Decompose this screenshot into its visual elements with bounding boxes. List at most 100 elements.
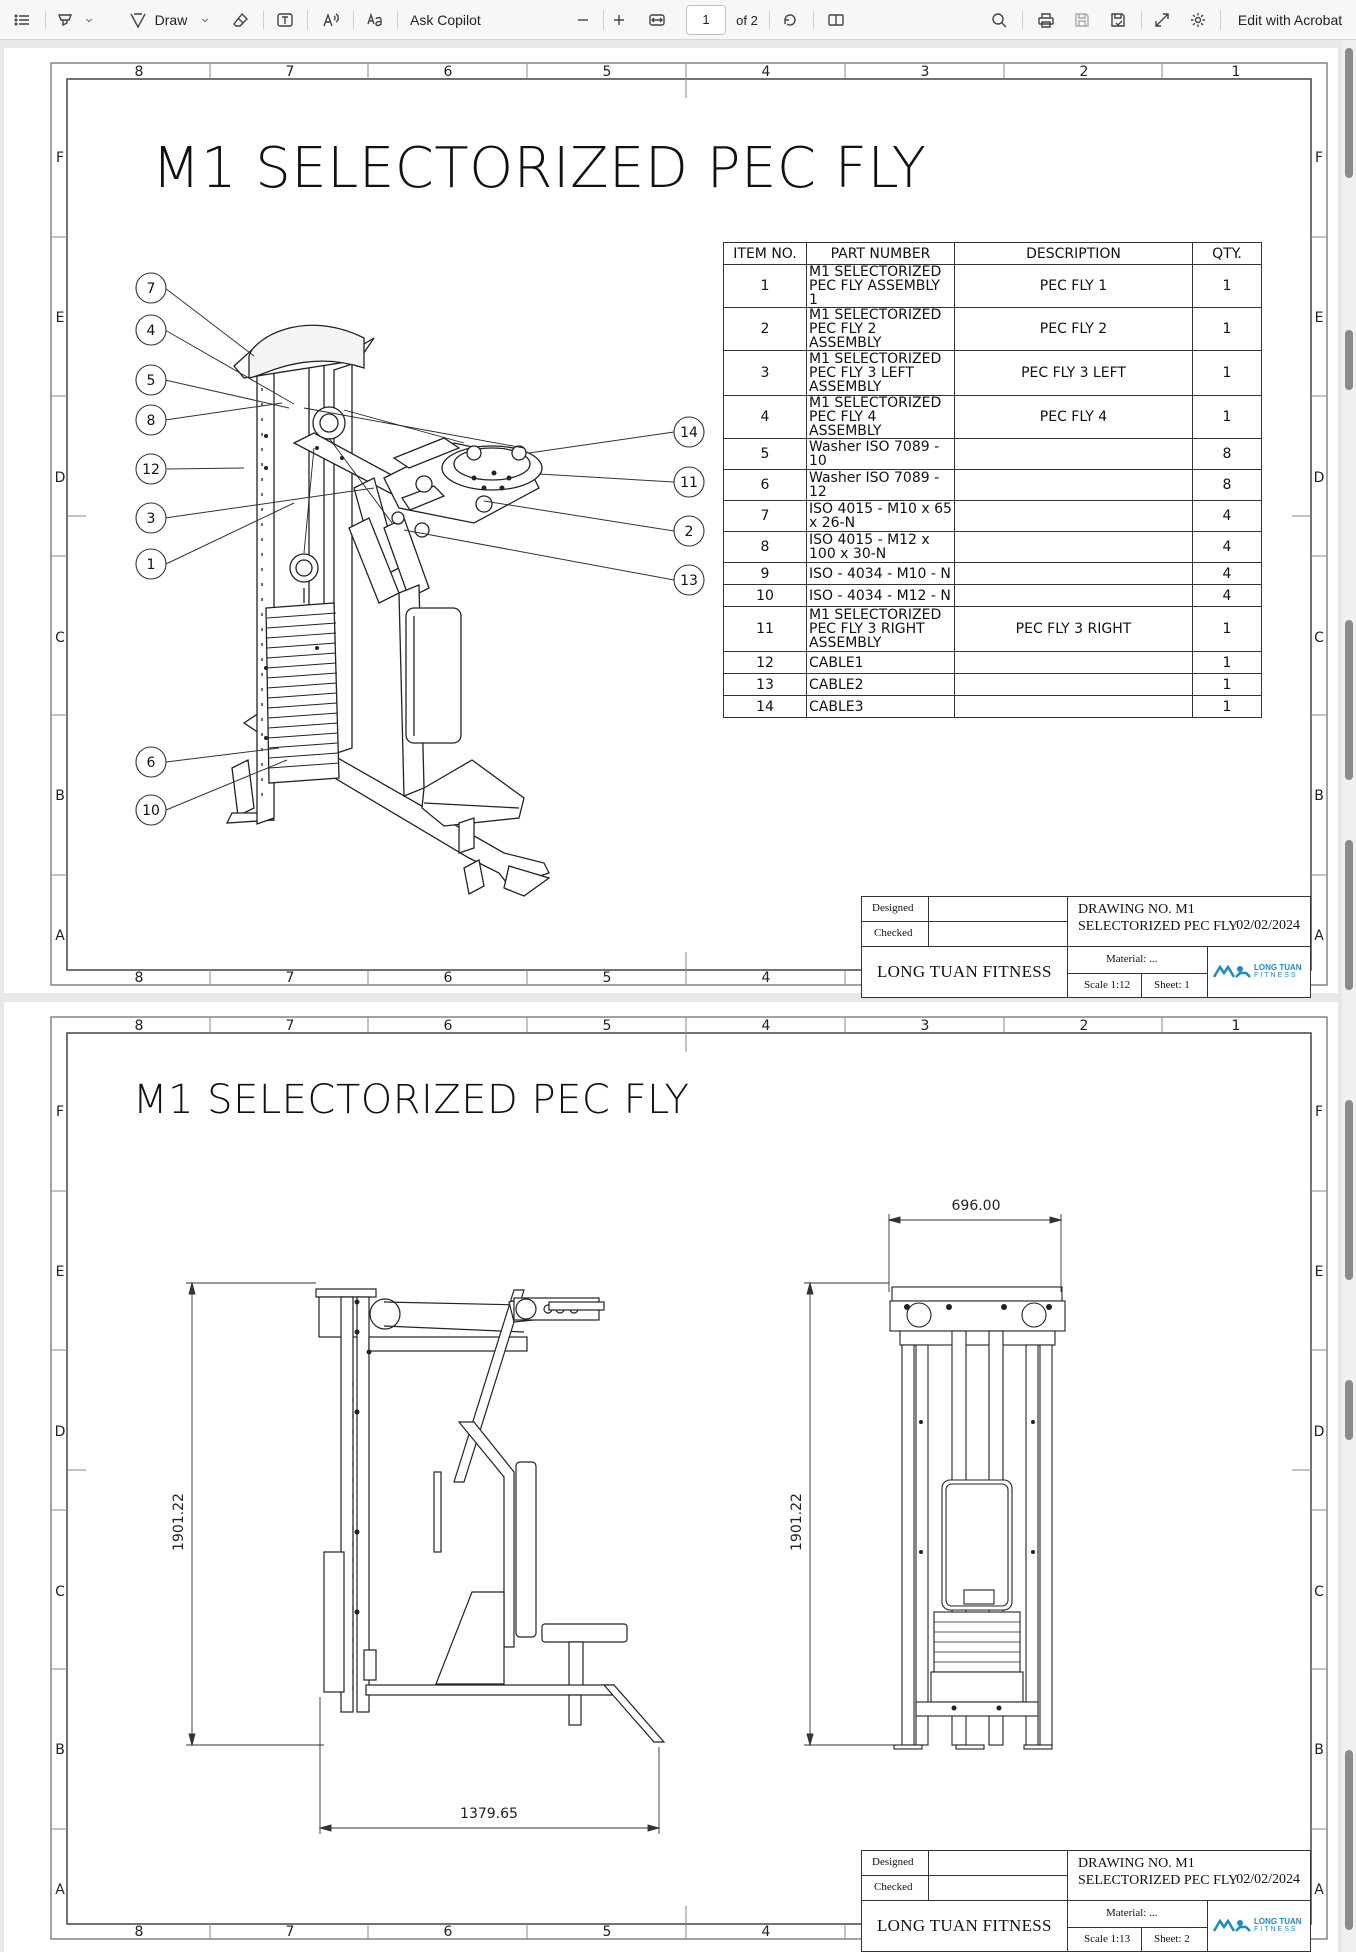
designed-label-cell: Designed xyxy=(861,1850,929,1876)
balloon-circle xyxy=(673,515,705,547)
sheet-label: Sheet: 2 xyxy=(1154,1933,1190,1945)
balloon-circle xyxy=(135,548,167,580)
balloon-number: 13 xyxy=(680,573,698,589)
page-2: 8877665544332211FFEEDDCCBBAA M1 SELECTOR… xyxy=(4,1002,1338,1952)
checked-label-cell: Checked xyxy=(861,921,929,947)
sheet-row-label: B xyxy=(1314,1742,1324,1758)
bom-cell-part: M1 SELECTORIZED PEC FLY 3 LEFT ASSEMBLY xyxy=(806,350,955,396)
bom-cell-description: PEC FLY 3 LEFT xyxy=(954,350,1193,396)
list-icon[interactable] xyxy=(8,0,36,40)
side-view-drawing xyxy=(315,1288,666,1743)
divider xyxy=(263,11,264,29)
eraser-icon[interactable] xyxy=(228,0,254,40)
bom-cell-item: 14 xyxy=(723,695,807,718)
zoom-in-icon[interactable] xyxy=(606,0,632,40)
bom-cell-description xyxy=(954,531,1193,563)
two-page-icon[interactable] xyxy=(822,0,850,40)
bom-cell-part: ISO 4015 - M10 x 65 x 26-N xyxy=(806,500,955,532)
balloon-callout: 8 xyxy=(135,404,167,436)
sheet-column-label: 5 xyxy=(602,1924,612,1940)
sheet-row-label: F xyxy=(1314,1104,1324,1120)
edit-with-acrobat-button[interactable]: Edit with Acrobat xyxy=(1230,0,1350,40)
save-icon[interactable] xyxy=(1068,0,1096,40)
rotate-icon[interactable] xyxy=(776,0,804,40)
divider xyxy=(1141,11,1142,29)
designed-value-cell xyxy=(928,1850,1068,1876)
bom-cell-item: 9 xyxy=(723,562,807,585)
page-number-input[interactable]: 1 xyxy=(686,5,726,35)
highlighter-icon[interactable] xyxy=(52,0,78,40)
print-icon[interactable] xyxy=(1032,0,1060,40)
fit-width-icon[interactable] xyxy=(643,0,671,40)
sheet-column-label: 4 xyxy=(761,970,771,986)
scale-label: Scale 1:13 xyxy=(1084,1933,1131,1945)
scale-label: Scale 1:12 xyxy=(1084,979,1131,991)
company-cell: LONG TUAN FITNESS xyxy=(861,946,1068,998)
balloon-number: 1 xyxy=(147,557,156,573)
search-icon[interactable] xyxy=(985,0,1013,40)
scrollbar-segment xyxy=(1345,1380,1353,1440)
bom-cell-item: 12 xyxy=(723,651,807,674)
vertical-scrollbar[interactable] xyxy=(1342,40,1356,1952)
sheet-column-label: 1 xyxy=(1231,64,1241,80)
text-box-icon[interactable] xyxy=(272,0,298,40)
translate-icon[interactable] xyxy=(362,0,388,40)
machine-isometric-drawing xyxy=(225,324,551,897)
bom-cell-item: 3 xyxy=(723,350,807,396)
sheet-row-label: F xyxy=(55,1104,65,1120)
sheet-column-label: 2 xyxy=(1079,1018,1089,1034)
sheet-row-label: F xyxy=(55,150,65,166)
company-name: LONG TUAN FITNESS xyxy=(877,1916,1052,1935)
toolbar: Draw Ask Copilot xyxy=(0,0,1356,40)
logo-mark-icon xyxy=(1212,1918,1251,1932)
balloon-number: 10 xyxy=(142,803,160,819)
sheet-column-label: 5 xyxy=(602,64,612,80)
save-as-icon[interactable] xyxy=(1104,0,1132,40)
draw-button[interactable]: Draw xyxy=(118,0,198,40)
front-dimensions xyxy=(804,1214,1063,1747)
material-cell: Material: ... xyxy=(1067,946,1208,974)
sheet-row-label: B xyxy=(55,788,65,804)
logo-cell: LONG TUAN FITNESS xyxy=(1207,946,1311,998)
bom-cell-qty: 1 xyxy=(1192,395,1262,439)
sheet-row-label: C xyxy=(1314,1584,1324,1600)
scrollbar-thumb[interactable] xyxy=(1345,48,1353,178)
divider xyxy=(603,11,604,29)
bom-cell-description xyxy=(954,584,1193,607)
zoom-out-icon[interactable] xyxy=(570,0,596,40)
company-name: LONG TUAN FITNESS xyxy=(877,962,1052,981)
read-aloud-icon[interactable] xyxy=(318,0,344,40)
bom-cell-qty: 4 xyxy=(1192,562,1262,585)
logo-text: LONG TUAN xyxy=(1254,963,1302,972)
bom-cell-qty: 1 xyxy=(1192,264,1262,308)
bom-cell-qty: 1 xyxy=(1192,651,1262,674)
title-block: Designed Checked LONG TUAN FITNESS DRAWI… xyxy=(861,1850,1311,1952)
bom-cell-item: 13 xyxy=(723,673,807,696)
sheet-row-label: E xyxy=(55,1264,65,1280)
sheet-row-label: A xyxy=(1314,928,1324,944)
balloon-callout: 7 xyxy=(135,272,167,304)
settings-icon[interactable] xyxy=(1184,0,1212,40)
bom-cell-description xyxy=(954,469,1193,501)
bom-cell-description xyxy=(954,438,1193,470)
sheet-column-label: 8 xyxy=(134,1018,144,1034)
checked-label: Checked xyxy=(874,927,913,939)
bom-header-part: PART NUMBER xyxy=(806,242,955,265)
chevron-down-icon[interactable] xyxy=(80,0,98,40)
bom-cell-description: PEC FLY 4 xyxy=(954,395,1193,439)
chevron-down-icon[interactable] xyxy=(196,0,214,40)
ask-copilot-button[interactable]: Ask Copilot xyxy=(410,0,510,40)
divider xyxy=(397,11,398,29)
logo-cell: LONG TUAN FITNESS xyxy=(1207,1900,1311,1952)
fullscreen-icon[interactable] xyxy=(1148,0,1176,40)
sheet-row-label: D xyxy=(54,470,66,486)
